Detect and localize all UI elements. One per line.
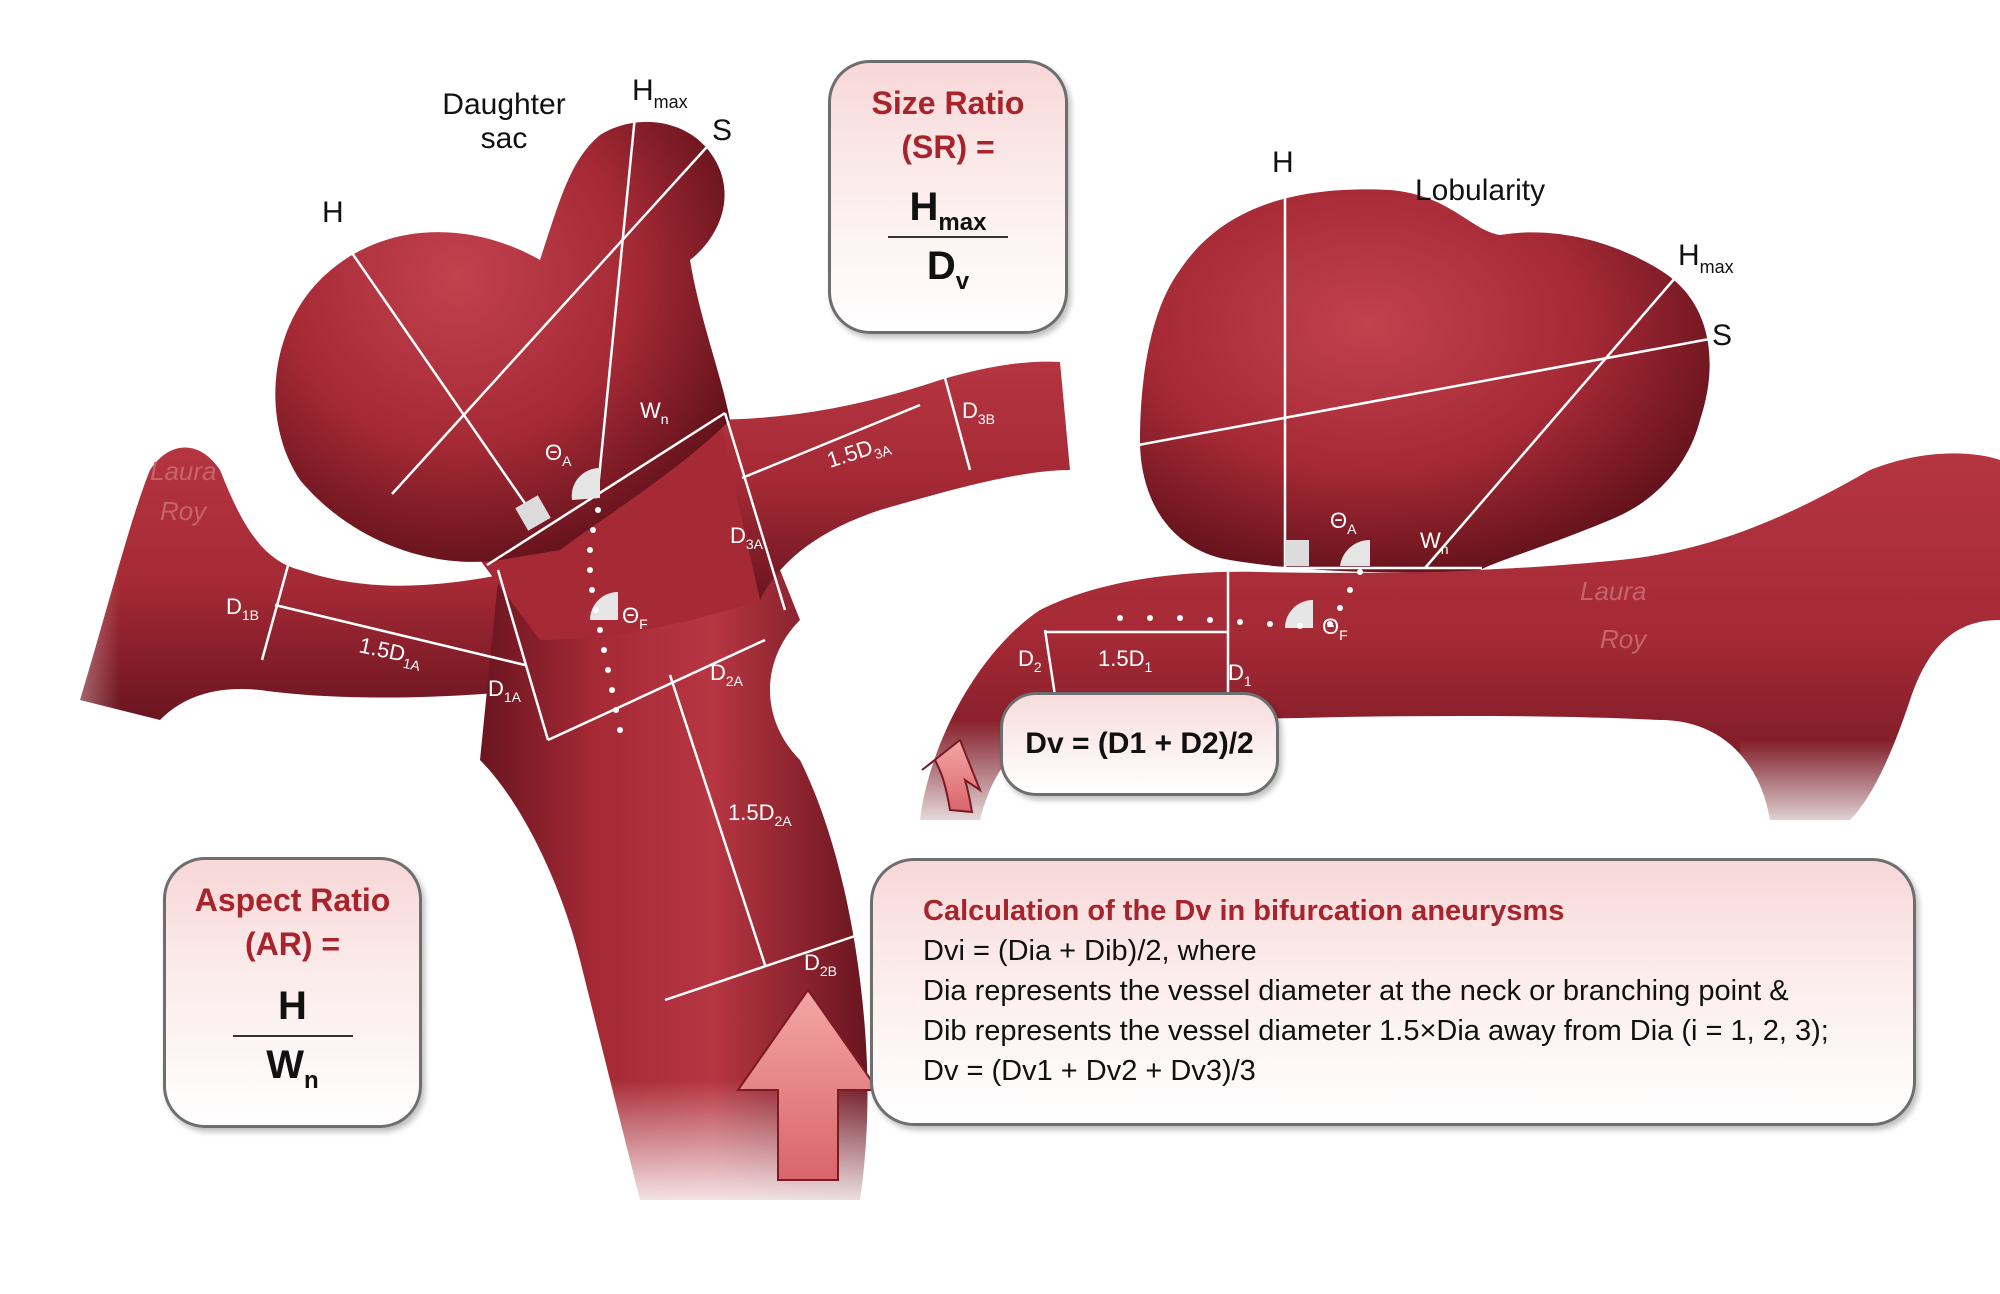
size-ratio-title-1: Size Ratio <box>871 85 1025 121</box>
flow-arrow-main <box>736 988 880 1181</box>
size-ratio-numerator: Hmax <box>909 185 987 236</box>
signature-left: Laura <box>150 456 217 486</box>
right-sidewall-vessel <box>920 453 2000 820</box>
right-angle-marker-right <box>1285 540 1309 566</box>
aspect-ratio-box: Aspect Ratio (AR) = H Wn <box>163 857 422 1128</box>
right-measurement-lines <box>1043 188 1716 716</box>
left-aneurysm-sac <box>275 121 730 562</box>
label-hmax-right: Hmax <box>1678 239 1734 277</box>
theta-a-arc-right <box>1340 539 1370 566</box>
label-d3b: D3B <box>962 398 995 427</box>
dv-formula-text: Dv = (D1 + D2)/2 <box>1025 727 1254 760</box>
calculation-title: Calculation of the Dv in bifurcation ane… <box>923 895 1565 927</box>
label-h-right: H <box>1272 146 1294 179</box>
dv-formula-box: Dv = (D1 + D2)/2 <box>1000 692 1279 796</box>
right-aneurysm-sac <box>1140 189 1710 573</box>
signature-left-2: Roy <box>160 496 208 526</box>
calculation-line-3: Dib represents the vessel diameter 1.5×D… <box>923 1015 1829 1047</box>
label-daughter-sac-1: Daughter <box>442 88 565 121</box>
calculation-line-4: Dv = (Dv1 + Dv2 + Dv3)/3 <box>923 1055 1256 1087</box>
fade-bottom <box>480 1080 930 1220</box>
label-h-left: H <box>322 196 344 229</box>
aspect-ratio-numerator: H <box>278 984 307 1028</box>
label-lobularity: Lobularity <box>1415 174 1545 207</box>
left-measurement-lines <box>260 95 972 1002</box>
size-ratio-fraction-line <box>888 236 1008 238</box>
flow-arrow-right <box>921 738 983 814</box>
right-angle-marker-left <box>515 495 551 531</box>
left-dotted-line <box>587 507 623 733</box>
calculation-box: Calculation of the Dv in bifurcation ane… <box>870 858 1916 1126</box>
label-s-left: S <box>712 114 732 147</box>
theta-f-arc-right <box>1285 600 1313 628</box>
right-dotted-line <box>1117 569 1363 629</box>
left-bifurcation-vessel <box>80 361 1070 1200</box>
aspect-ratio-title-2: (AR) = <box>244 926 341 962</box>
aspect-ratio-title-1: Aspect Ratio <box>194 882 391 918</box>
calculation-line-2: Dia represents the vessel diameter at th… <box>923 975 1789 1007</box>
size-ratio-box: Size Ratio (SR) = Hmax Dv <box>828 60 1068 334</box>
label-s-right: S <box>1712 319 1732 352</box>
signature-right-2: Roy <box>1600 624 1648 654</box>
size-ratio-denominator: Dv <box>926 244 970 295</box>
signature-right: Laura <box>1580 576 1647 606</box>
label-daughter-sac-2: sac <box>481 122 528 155</box>
theta-f-arc-left <box>590 592 618 620</box>
calculation-line-1: Dvi = (Dia + Dib)/2, where <box>923 935 1257 967</box>
fade-left <box>0 440 120 740</box>
aspect-ratio-denominator: Wn <box>266 1043 319 1094</box>
fade-right-bottom-right <box>1740 740 2000 840</box>
label-1-5d1-right: 1.5D1 <box>1098 646 1152 675</box>
theta-a-arc-left <box>571 467 600 500</box>
aspect-ratio-fraction-line <box>232 1035 353 1037</box>
label-hmax-left: Hmax <box>632 74 688 112</box>
size-ratio-title-2: (SR) = <box>901 129 995 165</box>
